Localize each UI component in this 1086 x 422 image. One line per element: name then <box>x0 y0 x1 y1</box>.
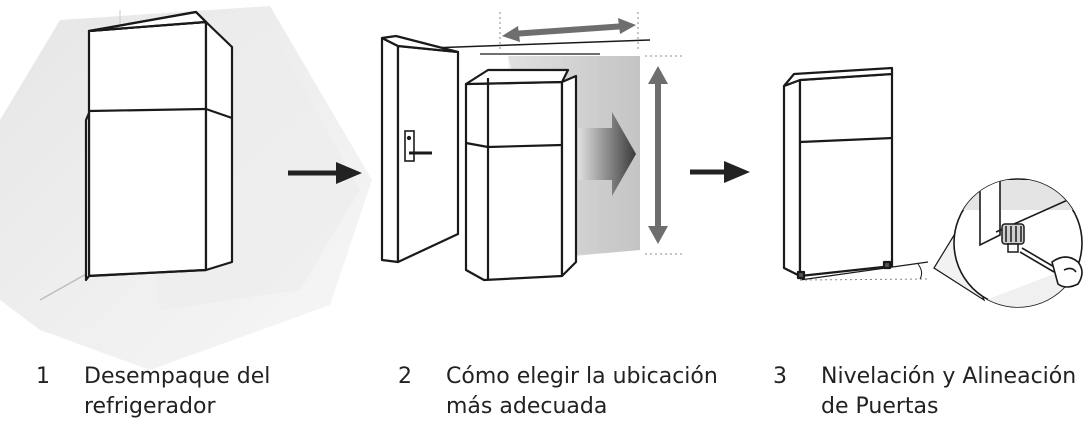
width-measure-arrow <box>502 18 636 42</box>
step-title-line: Nivelación y Alineación <box>821 364 1077 389</box>
next-arrow-2 <box>690 161 750 183</box>
step1-illustration <box>0 6 372 370</box>
zoom-detail-circle <box>953 178 1083 308</box>
step-title-line: más adecuada <box>446 394 608 419</box>
step-number: 3 <box>773 364 787 389</box>
step-title-line: refrigerador <box>84 394 216 419</box>
step2-illustration <box>380 12 750 282</box>
step-title-line: Cómo elegir la ubicación <box>446 364 718 389</box>
refrigerator-icon <box>84 10 234 282</box>
wrench-icon <box>1019 247 1083 288</box>
refrigerator-icon-3 <box>782 66 894 280</box>
step-number: 1 <box>36 364 50 389</box>
open-door <box>380 34 460 264</box>
door-handle-icon <box>404 130 432 162</box>
refrigerator-icon-2 <box>464 68 578 282</box>
step-number: 2 <box>398 364 412 389</box>
step-title-line: de Puertas <box>821 394 939 419</box>
leveling-foot-icon <box>1001 223 1025 253</box>
next-arrow-1 <box>288 162 362 184</box>
push-arrow <box>578 112 636 196</box>
step3-illustration <box>782 66 1083 308</box>
height-measure-arrow <box>648 66 668 244</box>
step-title-line: Desempaque del <box>84 364 271 389</box>
